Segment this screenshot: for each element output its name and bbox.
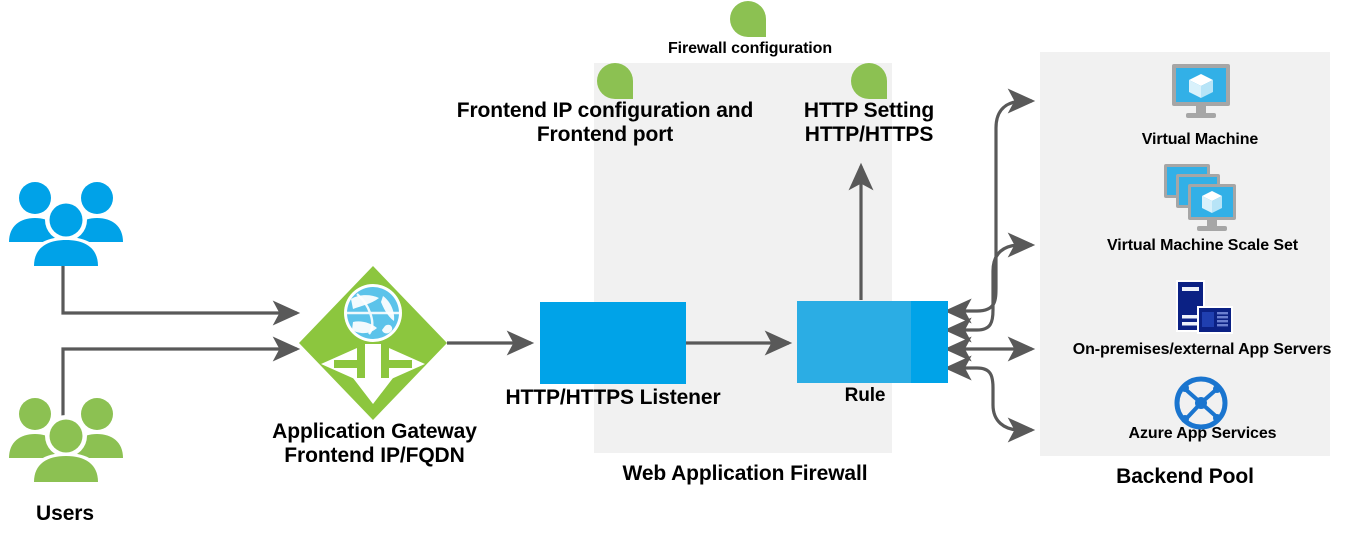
http-https-listener-box[interactable] bbox=[540, 302, 686, 384]
callout-teardrop-icon-frontend-ip-config bbox=[597, 63, 633, 99]
callout-label-frontend-ip-config: Frontend IP configuration and Frontend p… bbox=[456, 99, 754, 147]
callout-label-http-setting: HTTP Setting HTTP/HTTPS bbox=[803, 99, 935, 147]
users-label: Users bbox=[36, 502, 94, 525]
users-group-icon-green bbox=[9, 398, 123, 482]
azure-app-services-icon bbox=[1174, 376, 1228, 430]
backend-pool-label: Backend Pool bbox=[1116, 465, 1254, 488]
users-group-icon-blue bbox=[9, 182, 123, 266]
vm-scale-set-icon bbox=[1164, 164, 1236, 231]
waf-panel bbox=[594, 63, 892, 453]
callout-teardrop-icon-firewall-configuration bbox=[730, 1, 766, 37]
backend-item-label-vm-scale-set: Virtual Machine Scale Set bbox=[1106, 237, 1299, 254]
backend-item-label-on-premises: On-premises/external App Servers bbox=[1072, 341, 1332, 358]
callout-teardrop-icon-http-setting bbox=[851, 63, 887, 99]
web-application-firewall-label: Web Application Firewall bbox=[622, 462, 868, 485]
rule-box[interactable] bbox=[797, 301, 915, 383]
callout-label-firewall-configuration: Firewall configuration bbox=[667, 40, 833, 57]
rule-box-accent-strip bbox=[911, 301, 948, 383]
on-premises-server-icon bbox=[1176, 280, 1233, 334]
http-https-listener-label: HTTP/HTTPS Listener bbox=[505, 386, 721, 409]
application-gateway-label: Application Gateway Frontend IP/FQDN bbox=[272, 420, 477, 468]
application-gateway-icon bbox=[299, 266, 447, 420]
backend-item-label-azure-app-services: Azure App Services bbox=[1128, 425, 1277, 442]
virtual-machine-icon bbox=[1172, 64, 1230, 118]
backend-item-label-virtual-machine: Virtual Machine bbox=[1141, 131, 1259, 148]
rule-label: Rule bbox=[844, 385, 886, 406]
